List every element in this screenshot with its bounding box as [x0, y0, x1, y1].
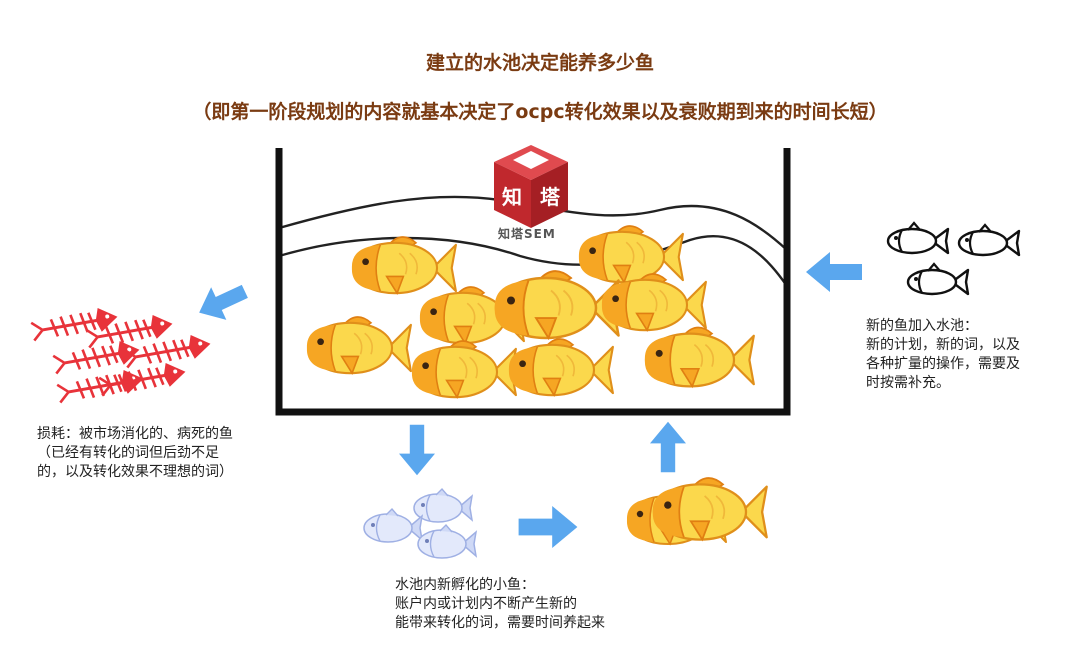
new-fish-note-line: 各种扩量的操作，需要及 — [866, 356, 1020, 372]
logo-char-2: 塔 — [540, 185, 561, 209]
page-title: 建立的水池决定能养多少鱼 — [425, 52, 654, 74]
new-fish-note: 新的鱼加入水池： 新的计划，新的词，以及 各种扩量的操作，需要及 时按需补充。 — [866, 317, 1020, 393]
grown-fish-icons — [625, 476, 768, 545]
water-line-1 — [278, 195, 788, 251]
arrow-right-grow — [518, 506, 578, 548]
loss-note-line: 的，以及转化效果不理想的词） — [37, 464, 233, 480]
arrow-to-loss — [191, 275, 253, 329]
zhita-logo: 知 塔 — [494, 145, 568, 228]
loss-note-line: （已经有转化的词但后劲不足 — [37, 445, 219, 461]
arrow-up-return — [650, 421, 686, 473]
dead-fish-bones — [29, 303, 215, 408]
young-fish-note: 水池内新孵化的小鱼： 账户内或计划内不断产生新的 能带来转化的词，需要时间养起来 — [395, 576, 605, 633]
new-fish-note-line: 新的计划，新的词，以及 — [866, 337, 1020, 353]
pond-walls — [275, 148, 791, 416]
pond-fish-group — [305, 224, 755, 399]
young-fish-icons — [363, 488, 477, 559]
young-fish-note-line: 水池内新孵化的小鱼： — [395, 577, 535, 593]
new-fish-note-line: 时按需补充。 — [866, 375, 950, 391]
page-subtitle: （即第一阶段规划的内容就基本决定了ocpc转化效果以及衰败期到来的时间长短） — [192, 101, 888, 123]
logo-char-1: 知 — [502, 185, 522, 209]
young-fish-note-line: 账户内或计划内不断产生新的 — [395, 596, 577, 612]
arrow-new-fish-in — [806, 252, 862, 292]
new-fish-icons — [886, 221, 1021, 296]
loss-note: 损耗：被市场消化的、病死的鱼 （已经有转化的词但后劲不足 的，以及转化效果不理想… — [37, 425, 233, 482]
logo-caption: 知塔SEM — [498, 227, 556, 241]
loss-note-line: 损耗：被市场消化的、病死的鱼 — [37, 426, 233, 442]
young-fish-note-line: 能带来转化的词，需要时间养起来 — [395, 615, 605, 631]
new-fish-note-line: 新的鱼加入水池： — [866, 318, 978, 334]
arrow-down-hatch — [399, 424, 435, 476]
